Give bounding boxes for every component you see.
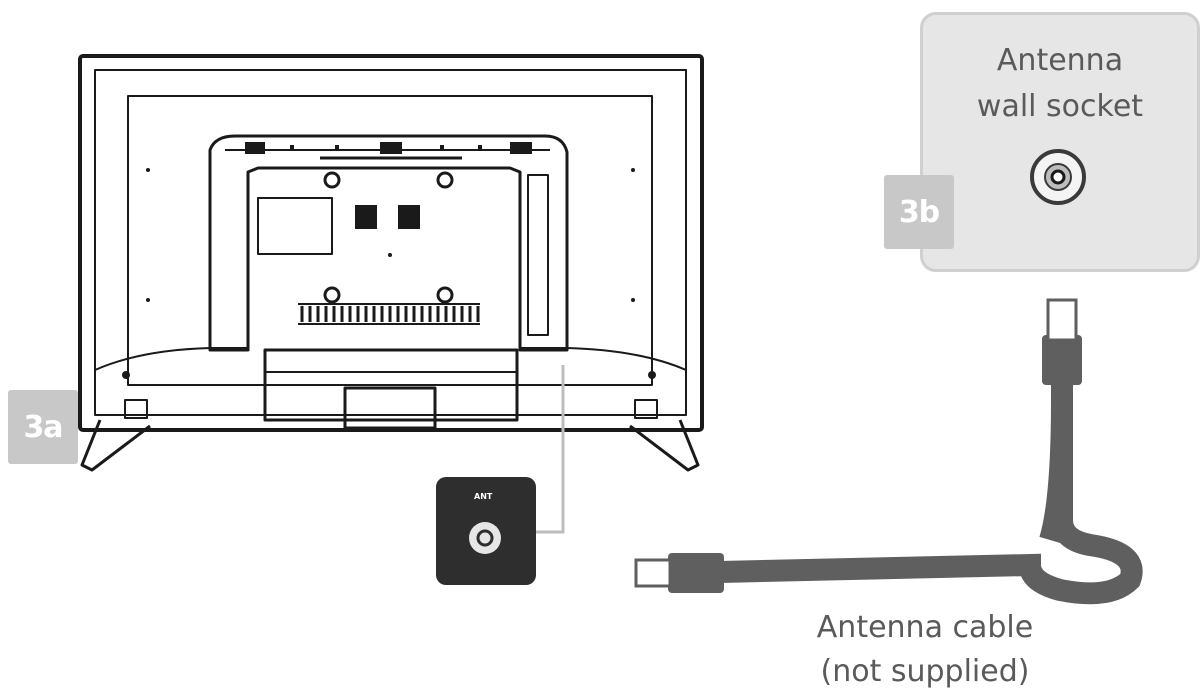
step-badge-3b: 3b [884, 175, 954, 249]
coax-port-icon [469, 522, 501, 554]
cabinet-screw-dots [122, 168, 656, 379]
wall-socket-label: Antenna wall socket [920, 38, 1200, 130]
cable-label-line1: Antenna cable [816, 610, 1034, 645]
vent-grille [298, 303, 480, 325]
vesa-mount-screws [323, 171, 454, 304]
ant-port-label: ANT [474, 492, 493, 501]
cable-label: Antenna cable (not supplied) [780, 606, 1070, 694]
antenna-cable [634, 298, 1143, 605]
cable-label-line2: (not supplied) [820, 654, 1030, 689]
tv-top-connectors [245, 142, 532, 229]
step-badge-3a: 3a [8, 390, 78, 464]
wall-socket-label-line2: wall socket [976, 89, 1144, 124]
wall-socket-outlet-icon [1030, 149, 1086, 205]
tv-back-panel [78, 54, 704, 472]
wall-socket-label-line1: Antenna [996, 43, 1124, 78]
wall-socket-panel [920, 12, 1200, 272]
coax-plug-icon [1042, 335, 1082, 385]
